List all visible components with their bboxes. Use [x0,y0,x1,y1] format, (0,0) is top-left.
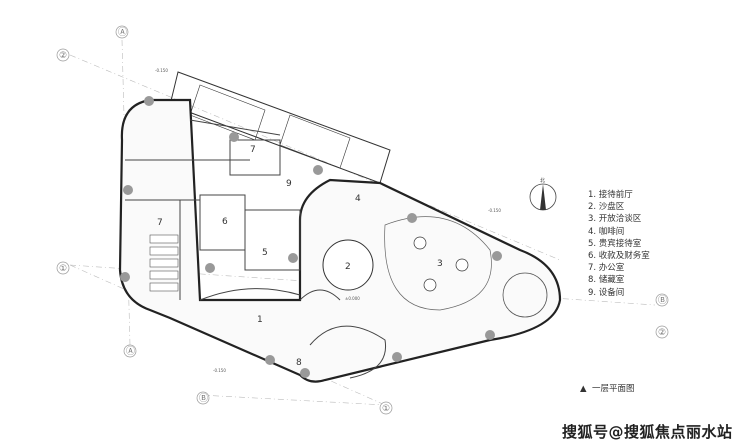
level-mark-outer-2: -0.150 [488,208,501,213]
axis-label-b2: Ⓑ [658,295,667,306]
room-number-8: 8 [296,358,302,368]
desks [149,234,179,292]
legend-item: 4. 咖啡间 [588,226,625,237]
axis-label-1b: ① [382,404,390,414]
axis-label-2: ② [59,51,67,61]
plan-title: 一层平面图 [591,384,635,394]
columns [120,96,502,378]
north-label: 北 [540,177,545,184]
room-number-5: 5 [262,248,268,258]
level-mark: ±0.000 [345,296,360,301]
legend-item: 6. 收款及财务室 [588,251,650,262]
plan-caption: ▲ 一层平面图 [580,382,634,394]
legend-item: 2. 沙盘区 [588,202,625,213]
room-legend: 1. 接待前厅 2. 沙盘区 3. 开放洽谈区 4. 咖啡间 5. 贵宾接待室 … [588,189,650,299]
sand-table [322,239,374,291]
level-mark-outer: -0.150 [155,68,168,73]
legend-item: 7. 办公室 [588,263,625,274]
axis-label-a: Ⓐ [118,27,127,38]
axis-label-2b: ② [658,328,666,338]
room-number-4: 4 [355,194,361,204]
spiral-stair [309,325,387,379]
legend-item: 1. 接待前厅 [588,190,633,200]
open-area-outline [384,216,492,311]
legend-item: 9. 设备间 [588,287,625,298]
legend-item: 3. 开放洽谈区 [588,214,642,225]
watermark: 搜狐号@搜狐焦点丽水站 [562,423,733,441]
room-number-6: 6 [222,217,228,227]
interior-walls [125,119,341,301]
room-number-3: 3 [437,259,443,269]
axis-markers [56,25,669,415]
axis-label-b: Ⓑ [199,393,208,404]
room-number-7: 7 [157,218,163,228]
lounge-tables [413,236,469,292]
level-mark-outer-3: -0.150 [213,368,226,373]
round-lounge [502,272,548,318]
legend-item: 5. 贵宾接待室 [588,238,642,249]
axis-label-1: ① [59,264,67,274]
room-number-1: 1 [257,315,263,325]
north-arrow-icon [529,183,557,211]
room-number-2: 2 [345,262,351,272]
triangle-icon: ▲ [580,384,587,394]
room-number-9: 9 [286,179,292,189]
legend-item: 8. 储藏室 [588,275,625,286]
room-number-7b: 7 [250,145,256,155]
axis-label-a2: Ⓐ [126,346,135,357]
